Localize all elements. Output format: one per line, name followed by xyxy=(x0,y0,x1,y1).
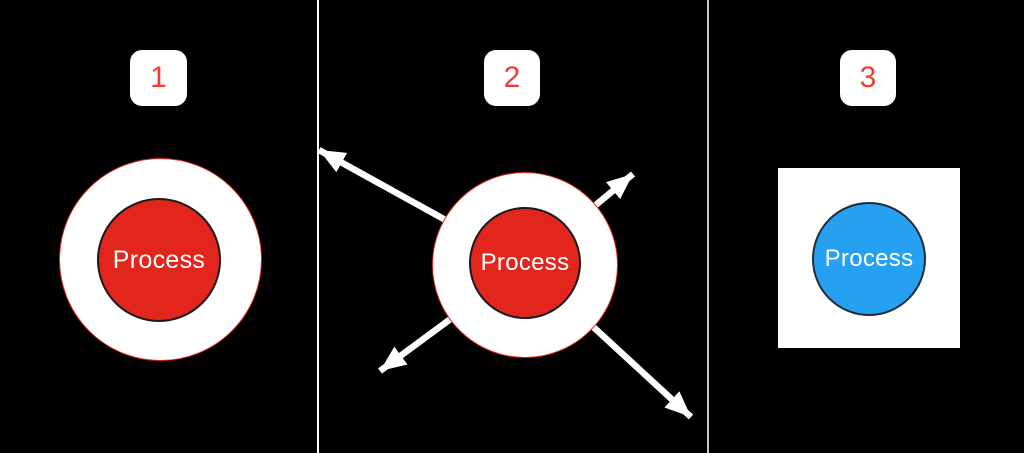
process-circle-panel-3: Process xyxy=(812,202,926,316)
step-badge-1: 1 xyxy=(130,50,187,106)
panel-divider-2 xyxy=(707,0,709,453)
step-badge-2: 2 xyxy=(484,50,540,106)
process-label-panel-2: Process xyxy=(480,249,570,276)
process-circle-panel-2: Process xyxy=(469,207,581,319)
step-number-1: 1 xyxy=(150,61,167,94)
step-number-3: 3 xyxy=(859,61,877,94)
outer-ring-panel-2 xyxy=(432,172,618,358)
step-badge-3: 3 xyxy=(840,50,896,106)
process-circle-panel-1: Process xyxy=(97,198,221,322)
process-label-panel-3: Process xyxy=(824,245,914,272)
panel-divider-1 xyxy=(317,0,319,453)
process-label-panel-1: Process xyxy=(112,245,206,274)
step-number-2: 2 xyxy=(503,61,521,94)
